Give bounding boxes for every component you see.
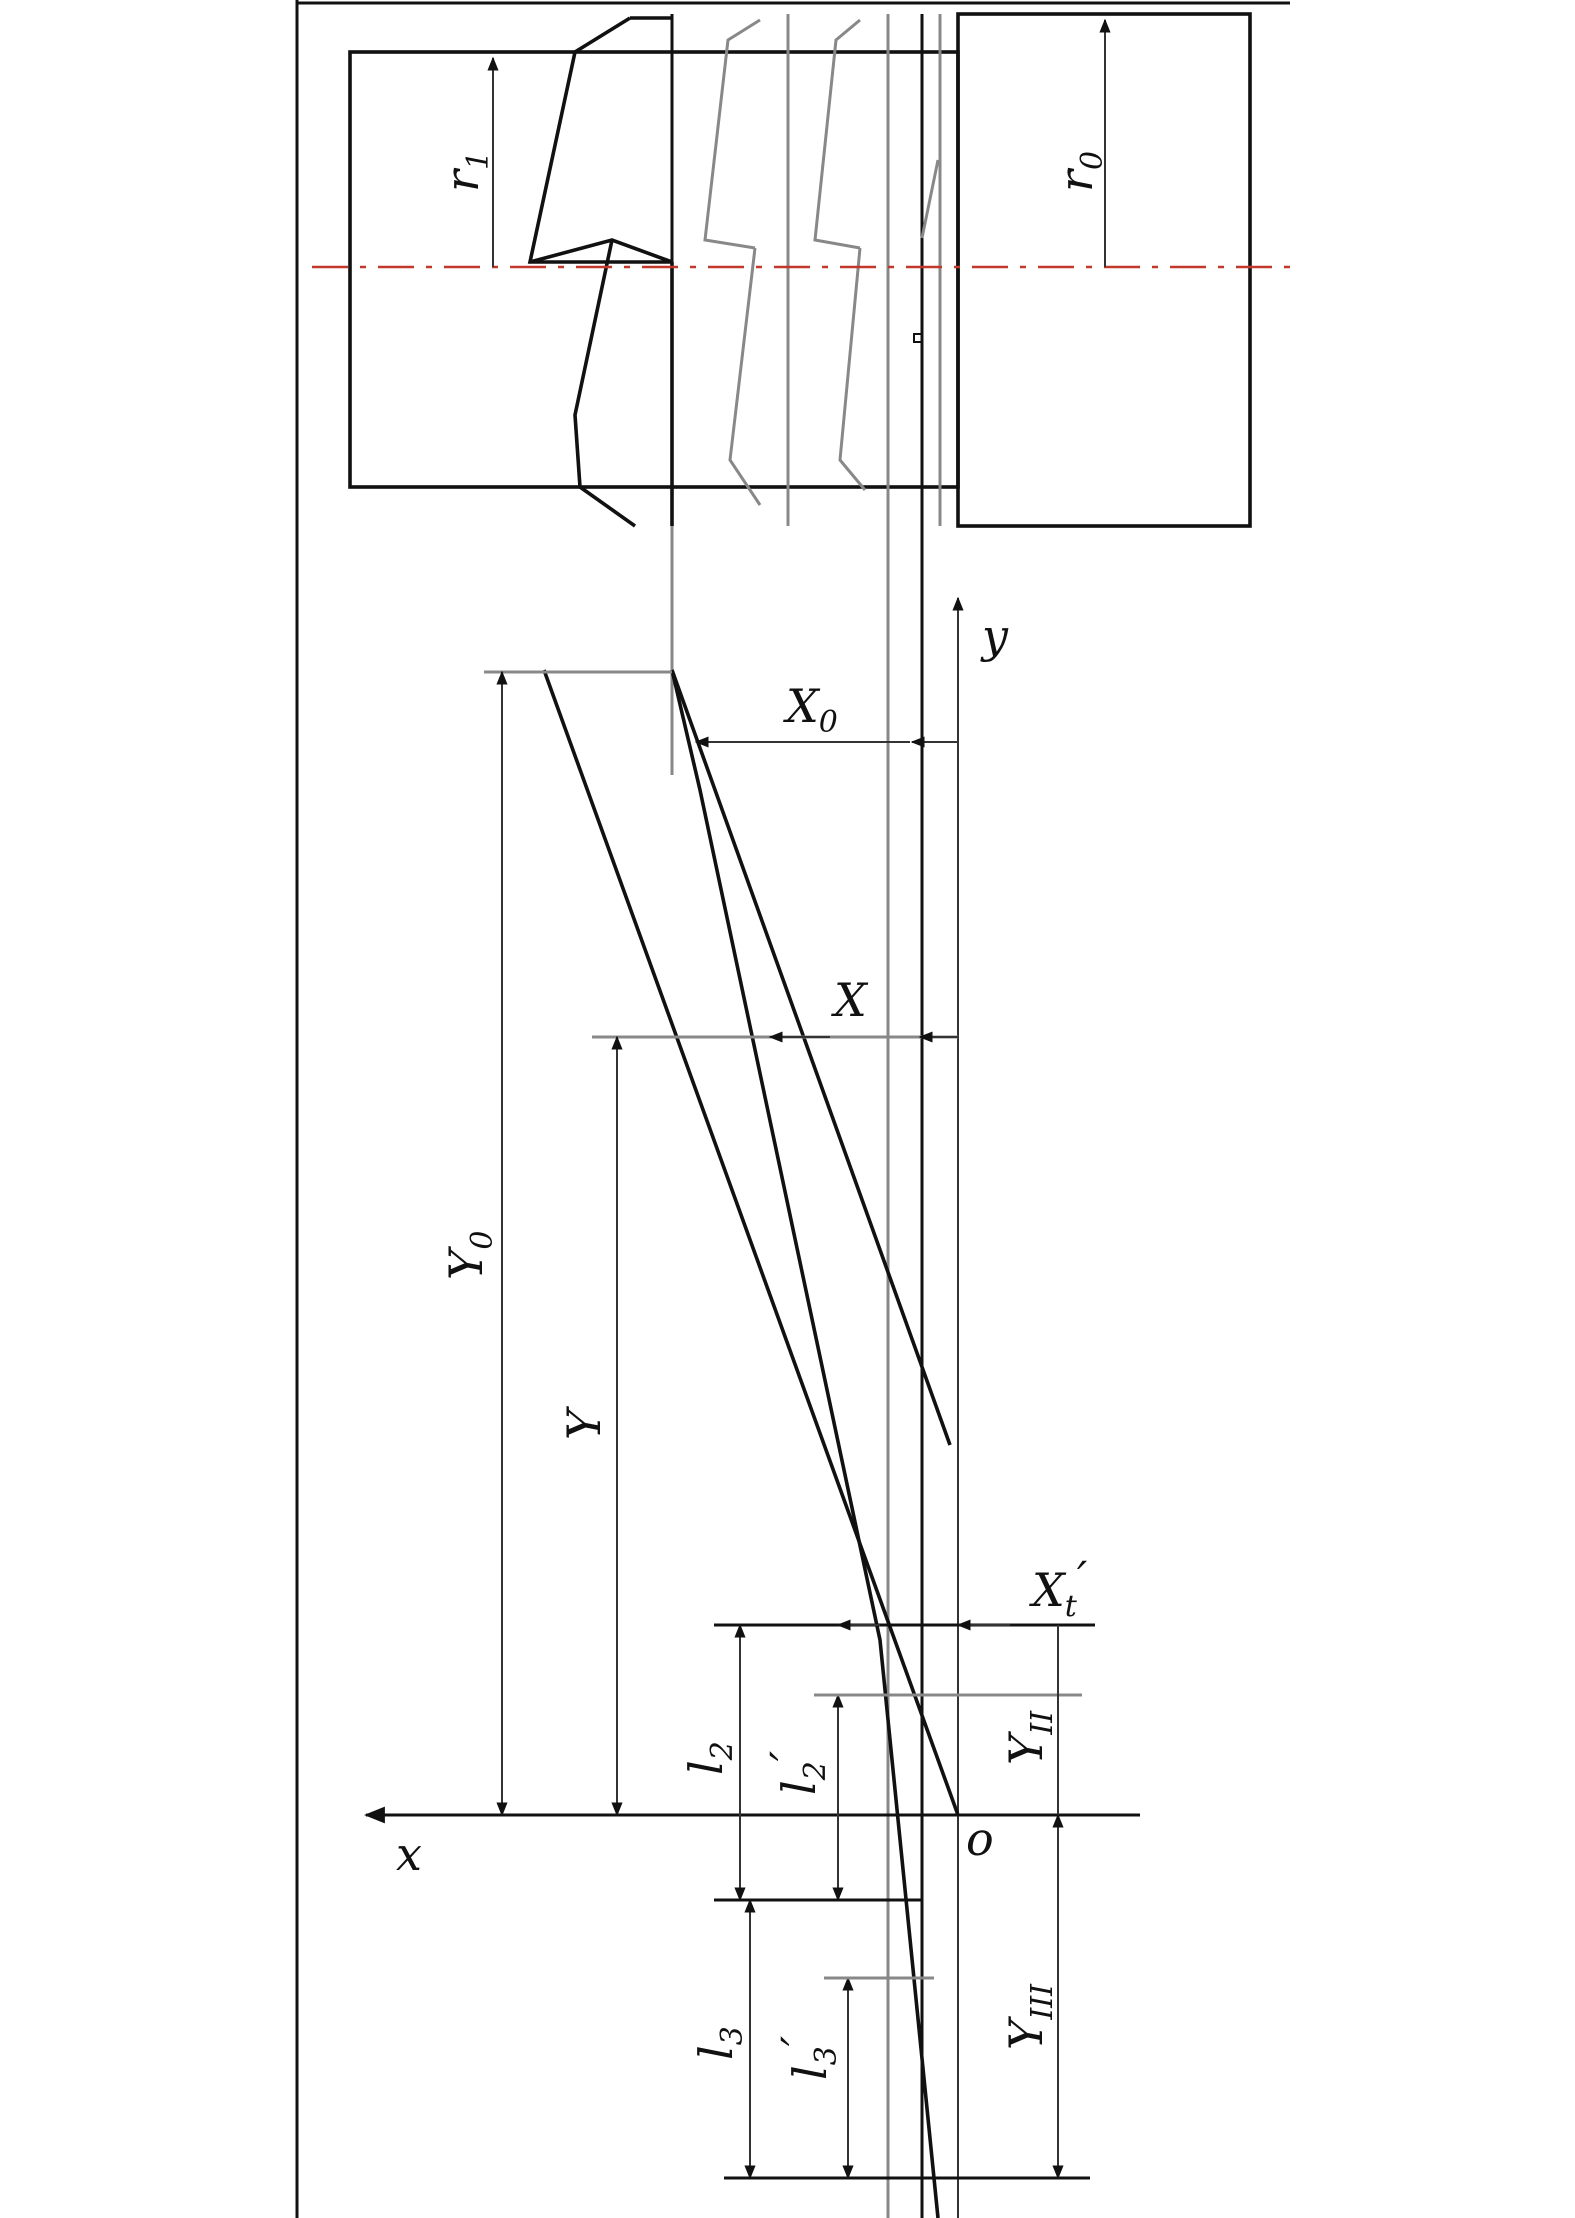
dim-l3 [724,1898,1090,2180]
label-Xt: Xt′ [1029,1551,1088,1624]
label-l2-prime: l2′ [760,1750,833,1795]
axis-lines [363,526,1140,2218]
label-Y0: Y0 [439,1231,500,1280]
label-X0: X0 [783,679,838,740]
label-r0: r0 [1049,151,1110,192]
label-r1: r1 [435,151,496,192]
label-y-axis: y [980,609,1009,663]
label-YIII: YIII [999,1983,1060,2050]
label-l3: l3 [689,2026,750,2060]
label-l3-prime: l3′ [771,2035,844,2080]
label-x-axis: x [396,1827,422,1881]
frame [295,0,1290,2218]
label-YII: YII [999,1710,1060,1765]
label-origin: o [966,1812,994,1866]
label-Y: Y [557,1405,611,1440]
roll-section [312,12,1292,528]
label-l2: l2 [679,1741,740,1775]
label-X: X [831,973,869,1027]
